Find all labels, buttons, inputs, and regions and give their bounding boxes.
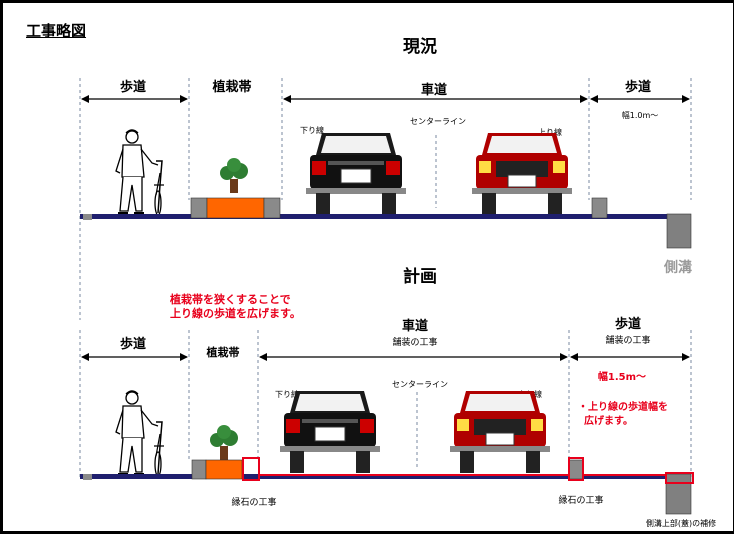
current-sidewalk-left-label: 歩道 [120, 79, 146, 95]
pedestrian-with-bicycle [115, 129, 165, 216]
planter-tree [220, 158, 248, 193]
plan-note-line1: 植栽帯を狭くすることで [169, 292, 291, 306]
planter-tree [210, 425, 238, 460]
plan-sidewalk-right-label: 歩道 [615, 316, 641, 332]
plan-curb-work-left: 縁石の工事 [231, 496, 276, 508]
current-sidewalk-right-label: 歩道 [625, 79, 651, 95]
current-up-lane-label: 上り線 [538, 127, 562, 137]
plan-center-line-label: センターライン [392, 380, 448, 389]
current-down-lane-label: 下り線 [300, 125, 324, 135]
current-section-guides [79, 78, 692, 320]
diagram-label: 工事略図 [26, 22, 87, 40]
plan-ditch-work-label: 側溝上部(蓋)の補修 [646, 518, 716, 528]
current-center-line-label: センターライン [410, 117, 466, 126]
car-down-lane [305, 132, 407, 216]
car-down-lane [279, 390, 381, 474]
plan-note-line2: 上り線の歩道を広げます。 [170, 306, 301, 320]
plan-title: 計画 [403, 266, 437, 287]
current-road-surface [80, 197, 692, 249]
plan-sidewalk-work-label: 舗装の工事 [605, 334, 650, 346]
pedestrian-with-bicycle [115, 390, 165, 477]
plan-roadway-label: 車道 [402, 318, 428, 334]
plan-planting-strip-label: 植栽帯 [206, 345, 240, 359]
plan-width-detail-line1: ・上り線の歩道幅を [578, 400, 668, 413]
plan-down-lane-label: 下り線 [275, 389, 299, 399]
current-title: 現況 [403, 36, 437, 57]
plan-width-note: 幅1.5m〜 [598, 370, 646, 383]
car-up-lane [449, 390, 551, 474]
car-up-lane [471, 132, 573, 216]
plan-work-highlights [242, 457, 694, 484]
plan-width-detail-line2: 広げます。 [584, 414, 633, 427]
current-roadway-label: 車道 [421, 82, 447, 98]
plan-section-guides [79, 330, 692, 478]
plan-sidewalk-left-label: 歩道 [120, 336, 146, 352]
current-planting-strip-label: 植栽帯 [211, 79, 251, 95]
plan-roadway-work-label: 舗装の工事 [392, 336, 437, 348]
current-side-ditch-label: 側溝 [663, 259, 692, 276]
plan-road-surface [80, 459, 692, 515]
plan-curb-work-right: 縁石の工事 [558, 494, 603, 506]
current-width-note: 幅1.0m〜 [622, 110, 659, 120]
